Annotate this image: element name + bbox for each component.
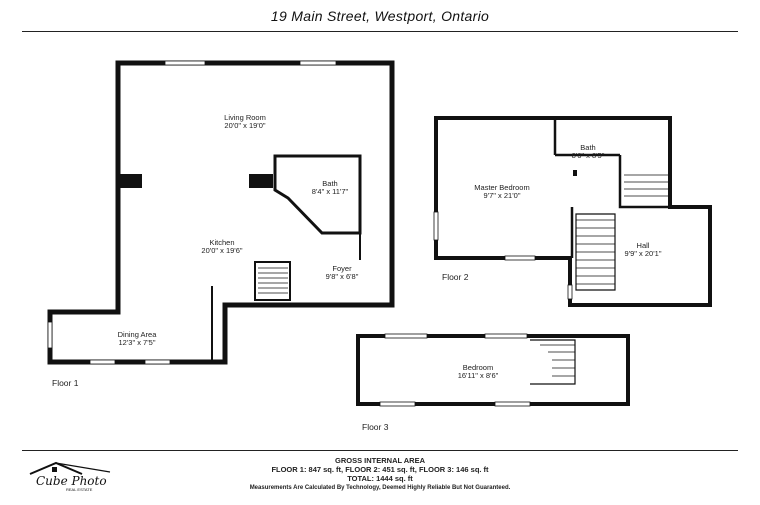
floor1-stairs <box>258 267 288 294</box>
master-bedroom-label: Master Bedroom <box>474 183 529 192</box>
hall-dims: 9'9" x 20'1" <box>625 249 662 258</box>
kitchen-dims: 20'0" x 19'6" <box>201 246 242 255</box>
floor3-label: Floor 3 <box>362 422 389 432</box>
master-bedroom-dims: 9'7" x 21'0" <box>484 191 521 200</box>
floor1-label: Floor 1 <box>52 378 79 388</box>
floor2-walls <box>434 116 712 307</box>
bath1-dims: 8'4" x 11'7" <box>312 187 349 196</box>
wall-columns <box>118 170 577 188</box>
windows <box>47 60 573 407</box>
living-room-label: Living Room <box>224 113 266 122</box>
gia-floors: FLOOR 1: 847 sq. ft, FLOOR 2: 451 sq. ft… <box>271 465 489 474</box>
floor1-foyer-walls <box>254 233 361 301</box>
floor1-walls <box>47 60 395 365</box>
house-logo-icon: Cube Photo REAL ESTATE <box>29 461 111 492</box>
bedroom-label: Bedroom <box>463 363 493 372</box>
page-title: 19 Main Street, Westport, Ontario <box>270 8 490 24</box>
gia-heading: GROSS INTERNAL AREA <box>334 456 425 465</box>
foyer-label: Foyer <box>332 264 352 273</box>
header-divider <box>22 31 738 32</box>
floor3-stairs <box>530 339 576 385</box>
floor1-bath-walls <box>273 154 362 235</box>
footer-divider <box>22 450 738 451</box>
floor2-bath-walls <box>553 118 670 258</box>
floor2-stairs <box>575 174 668 291</box>
bath1-label: Bath <box>322 179 337 188</box>
disclaimer: Measurements Are Calculated By Technolog… <box>249 485 511 491</box>
floor3-walls <box>356 334 630 406</box>
bedroom-dims: 16'11" x 8'6" <box>458 371 499 380</box>
bath2-dims: 8'6" x 8'5" <box>572 151 605 160</box>
logo-tagline: REAL ESTATE <box>66 487 93 492</box>
logo-script: Cube Photo <box>36 474 107 488</box>
dining-label: Dining Area <box>118 330 158 339</box>
company-logo: Cube Photo REAL ESTATE <box>26 460 126 492</box>
bath2-label: Bath <box>580 143 595 152</box>
dining-dims: 12'3" x 7'5" <box>119 338 156 347</box>
hall-label: Hall <box>637 241 650 250</box>
kitchen-label: Kitchen <box>209 238 234 247</box>
gia-total: TOTAL: 1444 sq. ft <box>347 474 413 483</box>
living-room-dims: 20'0" x 19'0" <box>224 121 265 130</box>
floor2-label: Floor 2 <box>442 272 469 282</box>
foyer-dims: 9'8" x 6'8" <box>326 272 359 281</box>
